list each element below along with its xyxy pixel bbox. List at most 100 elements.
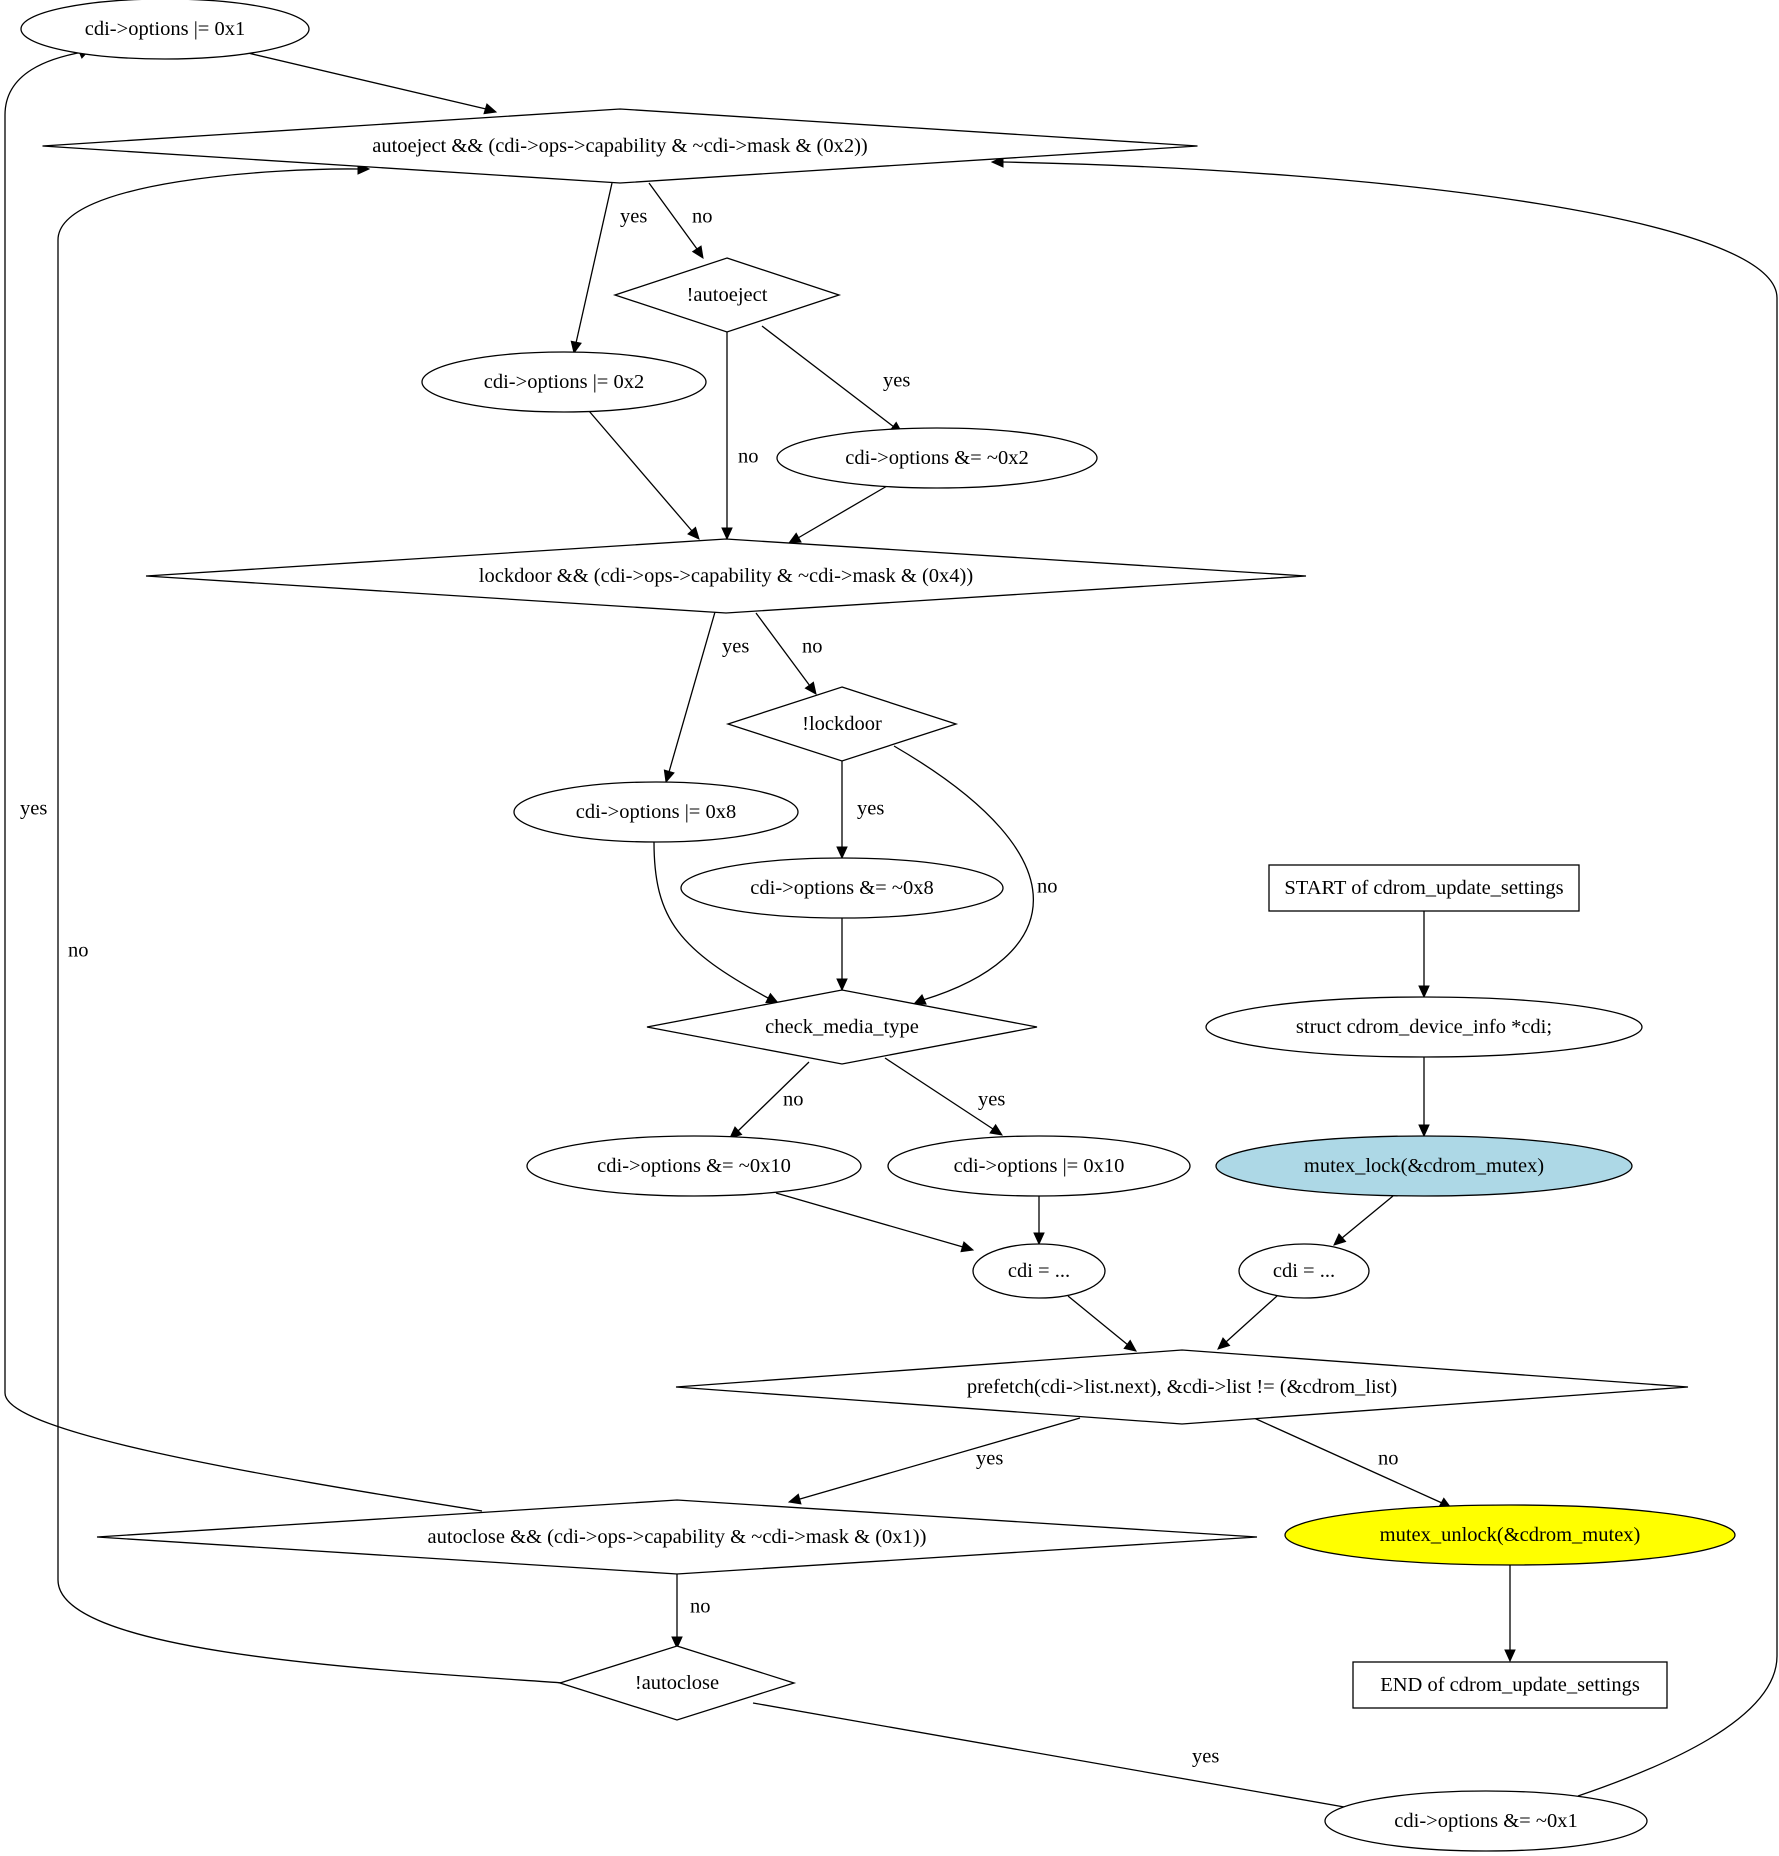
edge-n_decl-to-n_lock — [1418, 1057, 1430, 1138]
edge-line — [755, 612, 811, 687]
node-label: cdi->options |= 0x2 — [484, 371, 644, 393]
node-label: START of cdrom_update_settings — [1284, 877, 1563, 899]
node-clear-x10: cdi->options &= ~0x10 — [526, 1135, 862, 1197]
diamond-shape — [557, 1645, 797, 1721]
diamond-shape — [646, 989, 1038, 1065]
edge-line — [57, 168, 565, 1684]
node-label: cdi = ... — [1008, 1260, 1070, 1282]
node-label: mutex_lock(&cdrom_mutex) — [1304, 1155, 1544, 1177]
edge-n_not_lockdoor-to-n_clear_x8: yes — [836, 761, 884, 860]
diamond-shape — [675, 1349, 1689, 1425]
edge-line — [893, 745, 1035, 1001]
node-label: !autoclose — [635, 1672, 719, 1694]
node-autoclose: autoclose && (cdi->ops->capability & ~cd… — [96, 1499, 1258, 1575]
edge-line — [1067, 1295, 1129, 1346]
edge-label-yes: yes — [883, 370, 910, 392]
edge-line — [588, 410, 693, 532]
edge-n_autoeject-to-n_set_x2: yes — [570, 182, 647, 355]
edge-label-yes: yes — [857, 798, 884, 820]
edge-n_not_lockdoor-to-n_check_media: no — [893, 745, 1058, 1005]
ellipse-shape — [972, 1243, 1106, 1299]
edge-line — [1253, 1417, 1443, 1504]
ellipse-shape — [1324, 1790, 1648, 1852]
edge-label-no: no — [802, 636, 823, 658]
arrowhead — [960, 1241, 975, 1253]
arrowhead — [1033, 1232, 1045, 1246]
node-label: autoclose && (cdi->ops->capability & ~cd… — [428, 1526, 927, 1548]
box-shape — [1352, 1661, 1668, 1709]
arrowhead — [687, 526, 700, 540]
arrowhead — [671, 1636, 683, 1650]
edge-label-yes: yes — [620, 206, 647, 228]
arrowhead — [787, 532, 802, 544]
node-clear-x1: cdi->options &= ~0x1 — [1324, 1790, 1648, 1852]
box-shape — [1268, 864, 1580, 912]
node-label: lockdoor && (cdi->ops->capability & ~cdi… — [479, 565, 973, 587]
node-set-x2: cdi->options |= 0x2 — [421, 351, 707, 413]
edge-line — [653, 841, 769, 999]
node-start: START of cdrom_update_settings — [1268, 864, 1580, 912]
edge-line — [1341, 1195, 1394, 1239]
node-decl: struct cdrom_device_info *cdi; — [1205, 996, 1643, 1058]
edge-n_clear_x8-to-n_check_media — [836, 918, 848, 992]
node-not-lockdoor: !lockdoor — [725, 686, 959, 762]
node-set-x8: cdi->options |= 0x8 — [513, 781, 799, 843]
edge-line — [884, 1057, 994, 1130]
ellipse-shape — [20, 0, 310, 60]
arrowhead — [989, 1123, 1004, 1136]
edge-line — [4, 51, 483, 1512]
ellipse-shape — [421, 351, 707, 413]
ellipse-shape — [776, 427, 1098, 489]
edge-label-yes: yes — [20, 798, 47, 820]
node-label: !autoeject — [687, 284, 768, 306]
edge-n_loop-to-n_autoclose: yes — [787, 1417, 1081, 1505]
node-not-autoclose: !autoclose — [557, 1645, 797, 1721]
edge-n_check_media-to-n_set_x10: yes — [884, 1057, 1005, 1136]
edge-line — [1225, 1295, 1278, 1343]
diamond-shape — [725, 686, 959, 762]
node-label: cdi->options &= ~0x10 — [597, 1155, 791, 1177]
edge-n_not_autoclose-to-n_clear_x1: yes — [752, 1702, 1380, 1817]
ellipse-shape — [1215, 1135, 1633, 1197]
edge-n_clear_x2-to-n_lockdoor — [787, 485, 888, 544]
node-label: autoeject && (cdi->ops->capability & ~cd… — [372, 135, 868, 157]
edge-n_lock-to-n_cdi_init — [1333, 1195, 1394, 1246]
edge-n_clear_x1-to-n_autoeject — [990, 156, 1778, 1797]
arrowhead — [570, 340, 582, 355]
edge-label-yes: yes — [978, 1089, 1005, 1111]
edge-label-yes: yes — [1192, 1746, 1219, 1768]
ellipse-shape — [680, 857, 1004, 919]
arrowhead — [787, 1493, 802, 1505]
edge-n_not_autoeject-to-n_clear_x2: yes — [761, 325, 910, 434]
ellipse-shape — [1205, 996, 1643, 1058]
edge-n_start-to-n_decl — [1418, 911, 1430, 999]
node-cdi-init: cdi = ... — [1238, 1243, 1370, 1299]
node-end: END of cdrom_update_settings — [1352, 1661, 1668, 1709]
node-label: cdi->options &= ~0x2 — [845, 447, 1028, 469]
edge-n_set_x2-to-n_lockdoor — [588, 410, 700, 540]
edge-n_lockdoor-to-n_not_lockdoor: no — [755, 612, 823, 695]
node-clear-x2: cdi->options &= ~0x2 — [776, 427, 1098, 489]
edge-n_clear_x10-to-n_cdi_next — [775, 1192, 975, 1253]
node-label: END of cdrom_update_settings — [1380, 1674, 1640, 1696]
node-set-x1: cdi->options |= 0x1 — [20, 0, 310, 60]
edge-n_unlock-to-n_end — [1504, 1565, 1516, 1663]
edge-n_set_x10-to-n_cdi_next — [1033, 1196, 1045, 1246]
node-label: cdi->options |= 0x1 — [85, 18, 245, 40]
edge-n_autoclose-to-n_set_x1: yes — [4, 48, 483, 1512]
edge-line — [752, 1702, 1368, 1812]
arrowhead — [990, 156, 1004, 168]
edge-line — [775, 1192, 964, 1248]
edge-label-no: no — [783, 1089, 804, 1111]
edge-label-yes: yes — [976, 1448, 1003, 1470]
arrowhead — [804, 681, 817, 695]
diamond-shape — [145, 538, 1307, 614]
node-lock: mutex_lock(&cdrom_mutex) — [1215, 1135, 1633, 1197]
node-check-media: check_media_type — [646, 989, 1038, 1065]
edge-label-no: no — [1037, 876, 1058, 898]
arrowhead — [1217, 1337, 1231, 1350]
edge-label-no: no — [692, 206, 713, 228]
edge-n_autoclose-to-n_not_autoclose: no — [671, 1574, 711, 1650]
